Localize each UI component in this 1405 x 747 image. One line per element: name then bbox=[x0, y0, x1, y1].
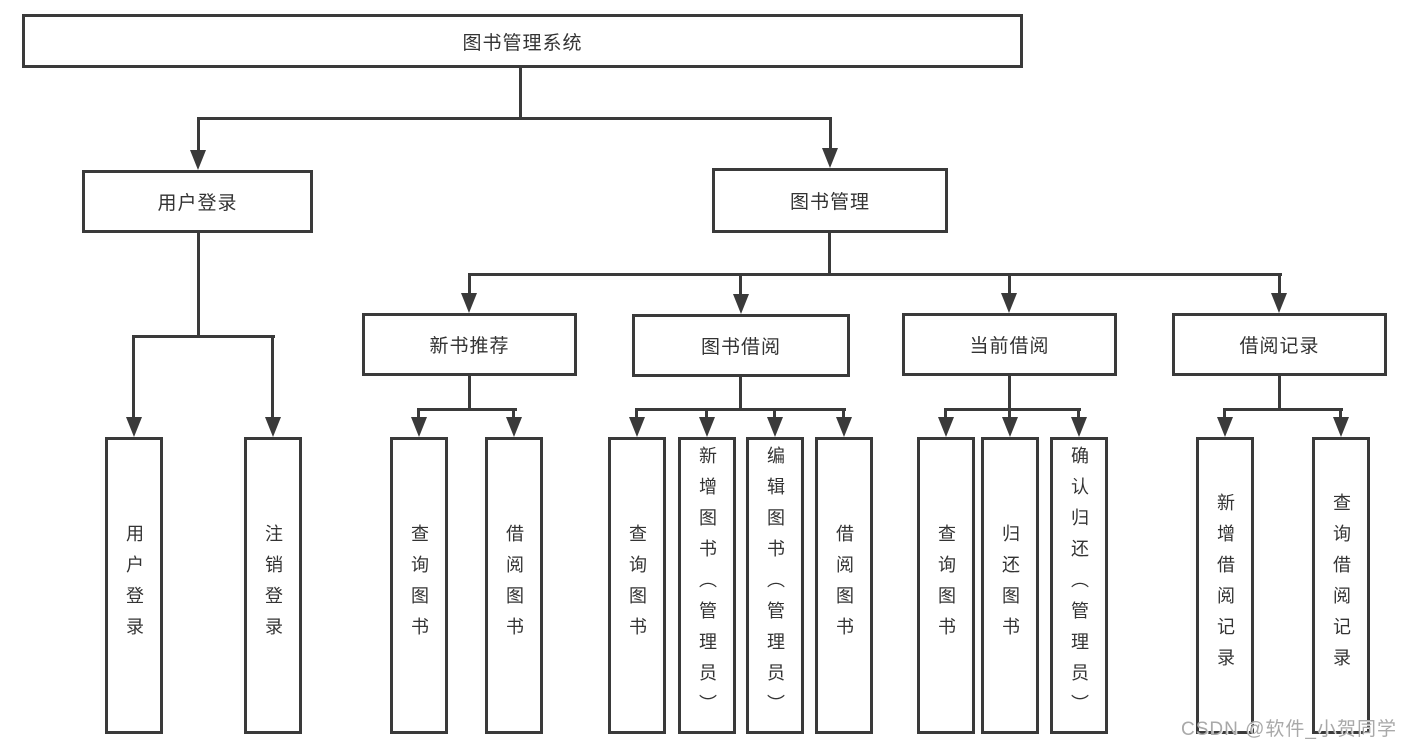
arrow-down-icon bbox=[1333, 417, 1349, 437]
arrow-down-icon bbox=[190, 150, 206, 170]
connector-line bbox=[635, 408, 638, 418]
leaf-query-books-recommend: 查询图书 bbox=[390, 437, 448, 734]
connector-line bbox=[828, 233, 831, 275]
arrow-down-icon bbox=[1071, 417, 1087, 437]
arrow-down-icon bbox=[1001, 293, 1017, 313]
connector-line bbox=[1223, 408, 1343, 411]
arrow-down-icon bbox=[461, 293, 477, 313]
connector-line bbox=[739, 377, 742, 410]
leaf-query-borrow-record: 查询借阅记录 bbox=[1312, 437, 1370, 734]
leaf-query-books-current: 查询图书 bbox=[917, 437, 975, 734]
leaf-query-books-borrowing: 查询图书 bbox=[608, 437, 666, 734]
node-current-borrowing-label: 当前借阅 bbox=[969, 336, 1050, 357]
arrow-down-icon bbox=[836, 417, 852, 437]
leaf-add-book-admin-label: 新增图书（管理员） bbox=[697, 446, 717, 725]
leaf-borrow-books-label: 借阅图书 bbox=[834, 523, 854, 648]
arrow-down-icon bbox=[822, 148, 838, 168]
node-book-borrowing-label: 图书借阅 bbox=[700, 337, 781, 358]
arrow-down-icon bbox=[126, 417, 142, 437]
arrow-down-icon bbox=[1217, 417, 1233, 437]
connector-line bbox=[1008, 275, 1011, 295]
node-book-management: 图书管理 bbox=[712, 168, 948, 233]
arrow-down-icon bbox=[1002, 417, 1018, 437]
arrow-down-icon bbox=[265, 417, 281, 437]
node-current-borrowing: 当前借阅 bbox=[902, 313, 1117, 376]
node-book-borrowing: 图书借阅 bbox=[632, 314, 850, 377]
connector-line bbox=[1278, 376, 1281, 410]
connector-line bbox=[705, 408, 708, 418]
connector-line bbox=[1339, 408, 1342, 418]
connector-line bbox=[197, 233, 200, 337]
connector-line bbox=[468, 273, 1282, 276]
arrow-down-icon bbox=[411, 417, 427, 437]
arrow-down-icon bbox=[733, 294, 749, 314]
connector-line bbox=[132, 335, 275, 338]
connector-line bbox=[197, 117, 832, 120]
connector-line bbox=[1008, 376, 1011, 410]
arrow-down-icon bbox=[1271, 293, 1287, 313]
csdn-watermark: CSDN @软件_小贺同学 bbox=[1181, 719, 1397, 740]
node-new-book-recommendation-label: 新书推荐 bbox=[429, 336, 510, 357]
node-user-login: 用户登录 bbox=[82, 170, 313, 233]
leaf-borrow-books-recommend: 借阅图书 bbox=[485, 437, 543, 734]
leaf-add-borrow-record: 新增借阅记录 bbox=[1196, 437, 1254, 734]
arrow-down-icon bbox=[629, 417, 645, 437]
leaf-edit-book-admin: 编辑图书（管理员） bbox=[746, 437, 804, 734]
arrow-down-icon bbox=[699, 417, 715, 437]
connector-line bbox=[944, 408, 1081, 411]
leaf-query-books-current-label: 查询图书 bbox=[936, 523, 956, 648]
node-library-management-system: 图书管理系统 bbox=[22, 14, 1023, 68]
leaf-query-borrow-record-label: 查询借阅记录 bbox=[1331, 492, 1351, 679]
node-new-book-recommendation: 新书推荐 bbox=[362, 313, 577, 376]
connector-line bbox=[1223, 408, 1226, 418]
connector-line bbox=[519, 68, 522, 117]
connector-line bbox=[773, 408, 776, 418]
node-book-management-label: 图书管理 bbox=[789, 192, 870, 213]
leaf-borrow-books: 借阅图书 bbox=[815, 437, 873, 734]
arrow-down-icon bbox=[767, 417, 783, 437]
connector-line bbox=[842, 408, 845, 418]
node-library-management-system-label: 图书管理系统 bbox=[462, 32, 583, 54]
leaf-return-book-label: 归还图书 bbox=[1000, 523, 1020, 648]
connector-line bbox=[1008, 408, 1011, 418]
node-borrowing-records: 借阅记录 bbox=[1172, 313, 1387, 376]
connector-line bbox=[739, 275, 742, 295]
arrow-down-icon bbox=[938, 417, 954, 437]
leaf-return-book: 归还图书 bbox=[981, 437, 1039, 734]
leaf-add-book-admin: 新增图书（管理员） bbox=[678, 437, 736, 734]
leaf-query-books-borrowing-label: 查询图书 bbox=[627, 523, 647, 648]
leaf-confirm-return-admin: 确认归还（管理员） bbox=[1050, 437, 1108, 734]
leaf-user-login-label: 用户登录 bbox=[124, 523, 144, 648]
connector-line bbox=[417, 408, 517, 411]
connector-line bbox=[944, 408, 947, 418]
connector-line bbox=[271, 337, 274, 419]
connector-line bbox=[132, 337, 135, 419]
connector-line bbox=[635, 408, 846, 411]
connector-line bbox=[197, 119, 200, 152]
connector-line bbox=[512, 408, 515, 418]
connector-line bbox=[468, 376, 471, 410]
leaf-confirm-return-admin-label: 确认归还（管理员） bbox=[1069, 446, 1089, 725]
arrow-down-icon bbox=[506, 417, 522, 437]
leaf-logout-label: 注销登录 bbox=[263, 523, 283, 648]
leaf-user-login: 用户登录 bbox=[105, 437, 163, 734]
connector-line bbox=[829, 119, 832, 150]
leaf-edit-book-admin-label: 编辑图书（管理员） bbox=[765, 446, 785, 725]
connector-line bbox=[1278, 275, 1281, 295]
leaf-borrow-books-recommend-label: 借阅图书 bbox=[504, 523, 524, 648]
node-borrowing-records-label: 借阅记录 bbox=[1239, 336, 1320, 357]
connector-line bbox=[468, 275, 471, 295]
leaf-query-books-recommend-label: 查询图书 bbox=[409, 523, 429, 648]
connector-line bbox=[417, 408, 420, 418]
node-user-login-label: 用户登录 bbox=[157, 193, 238, 214]
connector-line bbox=[1077, 408, 1080, 418]
leaf-logout: 注销登录 bbox=[244, 437, 302, 734]
leaf-add-borrow-record-label: 新增借阅记录 bbox=[1215, 492, 1235, 679]
